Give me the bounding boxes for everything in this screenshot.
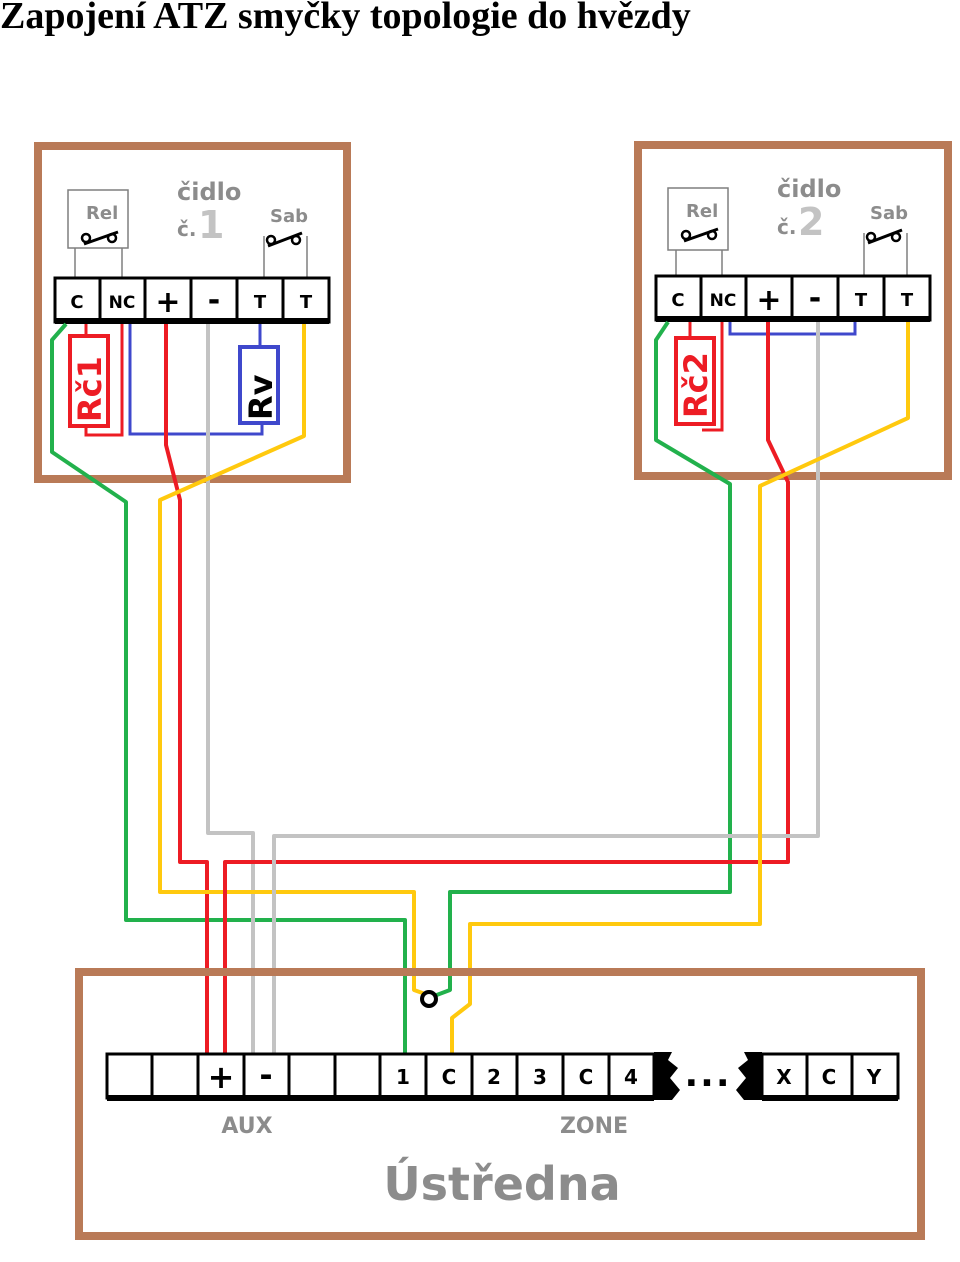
sensor-1-sab-label: Sab	[270, 206, 308, 227]
sensor-1-end-resistor	[238, 345, 280, 425]
panel-zone-label: ZONE	[560, 1114, 628, 1139]
sensor-1-end-resistor-label: Rv	[242, 374, 280, 420]
panel-terminal-ellipsis: ...	[684, 1054, 731, 1095]
control-panel: + - 1 C 2 3 C 4 ... X C Y AUX ZONE Ústře…	[75, 968, 925, 1240]
sensor-1-terminal-nc: NC	[109, 293, 136, 313]
wire-yellow-2	[450, 322, 910, 1054]
sensor-1-rel-label: Rel	[86, 203, 118, 224]
sensor-2: Rel čidlo č. 2 Sab	[634, 141, 952, 480]
panel-terminal-x: X	[776, 1065, 792, 1089]
panel-terminal-zone-1: 1	[396, 1065, 410, 1089]
panel-terminal-y: Y	[866, 1065, 882, 1089]
sensor-1-prefix: č.	[177, 217, 196, 241]
sensor-2-alarm-resistor-label: Rč2	[677, 352, 715, 418]
panel-terminal-zone-4: 4	[624, 1065, 638, 1089]
sensor-2-terminal-nc: NC	[710, 291, 737, 311]
sensor-1: Rel čidlo č. 1 Sab	[34, 142, 351, 483]
sensor-1-terminal-minus: -	[208, 283, 220, 318]
panel-terminal-c: C	[822, 1065, 837, 1089]
panel-terminal-zone-c2: C	[579, 1065, 594, 1089]
panel-terminal-zone-c1: C	[442, 1065, 457, 1089]
sensor-2-sab-label: Sab	[870, 203, 908, 224]
panel-terminal-minus: -	[259, 1056, 272, 1094]
sensor-1-terminal-plus: +	[155, 285, 180, 320]
sensor-2-sab-contact-icon	[865, 228, 903, 245]
wires	[50, 320, 910, 1054]
wire-yellow-1	[158, 324, 429, 997]
sensor-1-rel-box	[67, 189, 129, 249]
panel-terminal-zone-3: 3	[533, 1065, 547, 1089]
sensor-2-rel-box	[667, 187, 729, 251]
sensor-2-terminal-plus: +	[756, 283, 781, 318]
sensor-2-name: čidlo	[777, 175, 841, 203]
panel-terminal-zone-2: 2	[487, 1065, 501, 1089]
junction-dot	[420, 990, 438, 1008]
wire-red-2	[223, 322, 790, 1054]
sensor-1-rel-contact-icon	[80, 230, 119, 246]
sensor-1-sab-contact-icon	[265, 231, 303, 248]
sensor-2-alarm-resistor	[674, 336, 716, 426]
sensor-1-alarm-resistor	[68, 334, 110, 428]
sensor-2-number: 2	[798, 200, 824, 244]
panel-terminal-strip	[105, 1052, 900, 1101]
sensor-1-terminal-t1: T	[254, 292, 267, 313]
panel-terminal-plus: +	[208, 1058, 235, 1096]
sensor-1-terminal-c: C	[70, 292, 83, 313]
page-title: Zapojení ATZ smyčky topologie do hvězdy	[0, 0, 691, 37]
wire-green-1	[50, 322, 407, 1054]
sensor-2-terminal-t1: T	[855, 290, 868, 311]
sensor-2-rel-contact-icon	[680, 227, 719, 243]
sensor-1-name: čidlo	[177, 178, 241, 206]
sensor-1-number: 1	[198, 203, 224, 247]
wire-gray-2	[272, 322, 820, 1054]
control-panel-frame	[75, 968, 925, 1240]
sensor-2-prefix: č.	[777, 215, 796, 239]
sensor-1-alarm-resistor-label: Rč1	[71, 356, 109, 422]
sensor-2-terminal-minus: -	[809, 281, 821, 316]
panel-name: Ústředna	[383, 1157, 620, 1211]
wire-gray-1	[206, 324, 255, 1054]
sensor-1-terminal-t2: T	[300, 292, 313, 313]
sensor-2-terminal-c: C	[671, 290, 684, 311]
sensor-2-rel-label: Rel	[686, 201, 718, 222]
sensor-2-terminal-t2: T	[901, 290, 914, 311]
panel-aux-label: AUX	[221, 1114, 272, 1139]
